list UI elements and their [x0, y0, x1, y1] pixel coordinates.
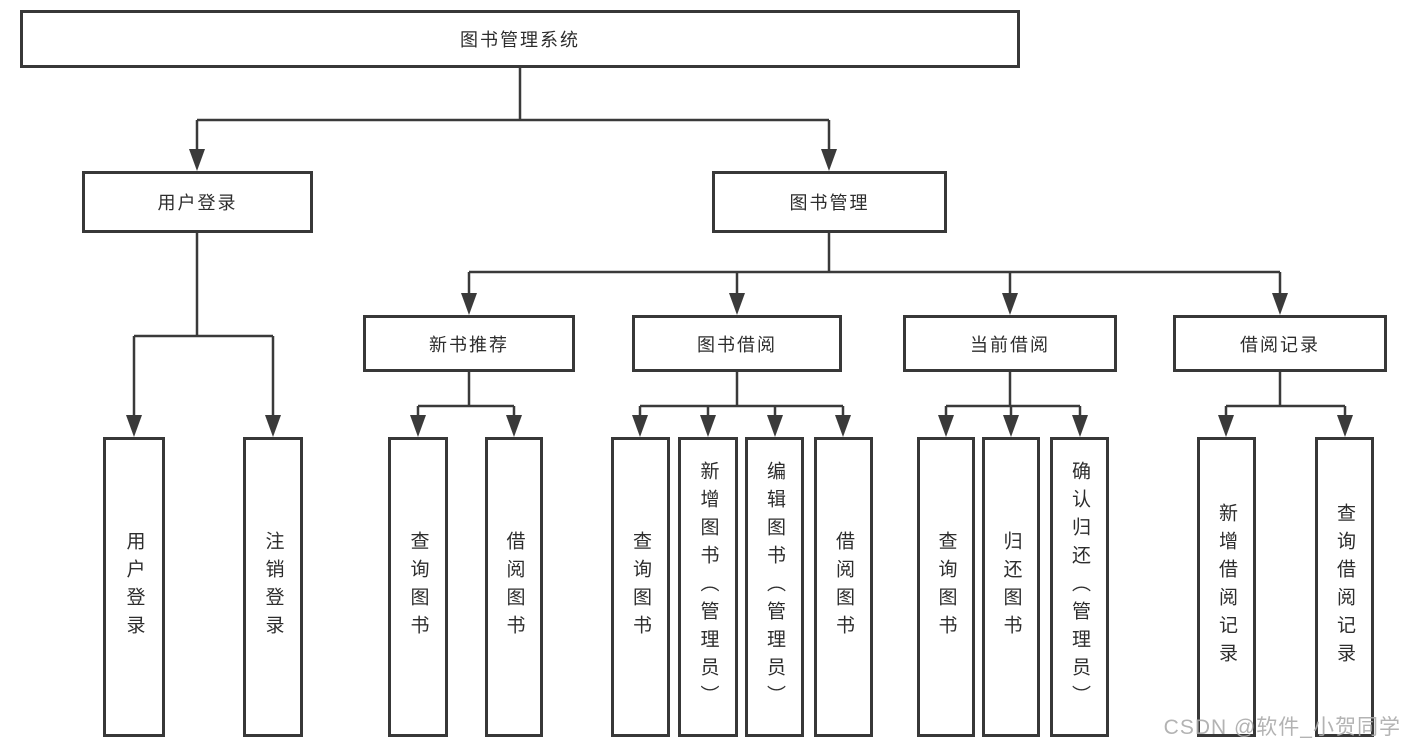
node-borrowing-records: 借阅记录	[1173, 315, 1387, 372]
node-book-borrowing-label: 图书借阅	[697, 334, 777, 355]
leaf-confirm-return-admin-label: 确认归还（管理员）	[1069, 461, 1090, 713]
leaf-edit-books-admin: 编辑图书（管理员）	[745, 437, 804, 737]
leaf-return-books-label: 归还图书	[1000, 531, 1022, 643]
leaf-return-books: 归还图书	[982, 437, 1040, 737]
leaf-query-books-recommend-label: 查询图书	[407, 531, 429, 643]
node-book-management-label: 图书管理	[789, 193, 870, 213]
leaf-user-login: 用户登录	[103, 437, 165, 737]
node-book-borrowing: 图书借阅	[632, 315, 842, 372]
leaf-add-books-admin: 新增图书（管理员）	[678, 437, 738, 737]
leaf-query-books-borrowing: 查询图书	[611, 437, 670, 737]
node-book-management: 图书管理	[712, 171, 947, 233]
leaf-query-books-current: 查询图书	[917, 437, 975, 737]
node-user-login: 用户登录	[82, 171, 313, 233]
leaf-query-books-borrowing-label: 查询图书	[630, 531, 651, 643]
leaf-logout: 注销登录	[243, 437, 303, 737]
leaf-borrow-books-borrowing: 借阅图书	[814, 437, 873, 737]
leaf-edit-books-admin-label: 编辑图书（管理员）	[764, 461, 785, 713]
leaf-add-borrow-record-label: 新增借阅记录	[1216, 503, 1237, 671]
node-new-book-recommend: 新书推荐	[363, 315, 575, 372]
leaf-borrow-books-recommend: 借阅图书	[485, 437, 543, 737]
leaf-query-borrow-record-label: 查询借阅记录	[1334, 503, 1355, 671]
node-new-book-recommend-label: 新书推荐	[429, 334, 509, 355]
leaf-add-borrow-record: 新增借阅记录	[1197, 437, 1256, 737]
node-current-borrowing-label: 当前借阅	[970, 334, 1050, 355]
leaf-query-books-recommend: 查询图书	[388, 437, 448, 737]
watermark-text: CSDN @软件_小贺同学	[1163, 716, 1401, 739]
leaf-confirm-return-admin: 确认归还（管理员）	[1050, 437, 1109, 737]
leaf-logout-label: 注销登录	[262, 531, 284, 643]
node-root-system: 图书管理系统	[20, 10, 1020, 68]
node-borrowing-records-label: 借阅记录	[1240, 334, 1320, 355]
node-root-system-label: 图书管理系统	[460, 30, 580, 50]
node-current-borrowing: 当前借阅	[903, 315, 1117, 372]
node-user-login-label: 用户登录	[157, 193, 238, 213]
leaf-user-login-label: 用户登录	[123, 531, 145, 643]
leaf-query-borrow-record: 查询借阅记录	[1315, 437, 1374, 737]
leaf-borrow-books-recommend-label: 借阅图书	[503, 531, 525, 643]
leaf-add-books-admin-label: 新增图书（管理员）	[697, 461, 719, 713]
leaf-borrow-books-borrowing-label: 借阅图书	[833, 531, 854, 643]
leaf-query-books-current-label: 查询图书	[935, 531, 957, 643]
